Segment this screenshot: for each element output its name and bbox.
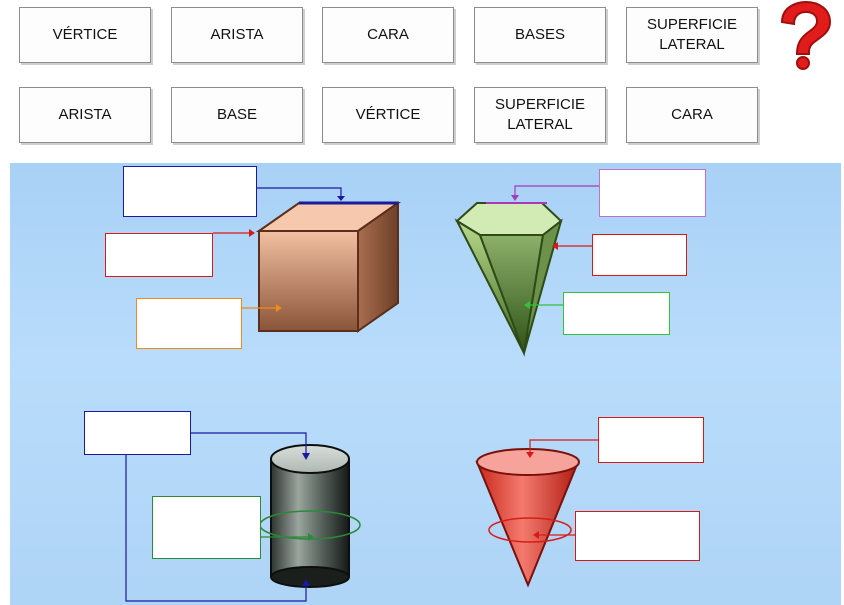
label-chip-arista[interactable]: ARISTA xyxy=(171,7,303,63)
label-chip-superficie-lateral-2[interactable]: SUPERFICIE LATERAL xyxy=(474,87,606,143)
question-mark-icon[interactable] xyxy=(772,0,836,70)
label-chip-bases[interactable]: BASES xyxy=(474,7,606,63)
label-chip-superficie-lateral[interactable]: SUPERFICIE LATERAL xyxy=(626,7,758,63)
pyramid-face-drop-box[interactable] xyxy=(563,292,670,335)
cube-vertex-drop-box[interactable] xyxy=(123,166,257,217)
cube-edge-drop-box[interactable] xyxy=(105,233,213,277)
cone-lateral-drop-box[interactable] xyxy=(575,511,700,561)
pyramid-base-drop-box[interactable] xyxy=(599,169,706,217)
cylinder-bases-drop-box[interactable] xyxy=(84,411,191,455)
cube-face-drop-box[interactable] xyxy=(136,298,242,349)
label-chip-vertice-2[interactable]: VÉRTICE xyxy=(322,87,454,143)
label-chip-vertice[interactable]: VÉRTICE xyxy=(19,7,151,63)
cone-vertex-drop-box[interactable] xyxy=(598,417,704,463)
label-chip-base[interactable]: BASE xyxy=(171,87,303,143)
label-chip-cara[interactable]: CARA xyxy=(322,7,454,63)
pyramid-edge-drop-box[interactable] xyxy=(592,234,687,276)
label-chip-arista-2[interactable]: ARISTA xyxy=(19,87,151,143)
figures-drawing xyxy=(125,185,599,602)
cylinder-lateral-drop-box[interactable] xyxy=(152,496,261,559)
cube-figure xyxy=(255,201,402,333)
cone-figure xyxy=(475,448,580,588)
pyramid-figure xyxy=(454,202,563,357)
figures-stage xyxy=(10,163,841,605)
cylinder-figure xyxy=(259,444,361,588)
label-chip-cara-2[interactable]: CARA xyxy=(626,87,758,143)
